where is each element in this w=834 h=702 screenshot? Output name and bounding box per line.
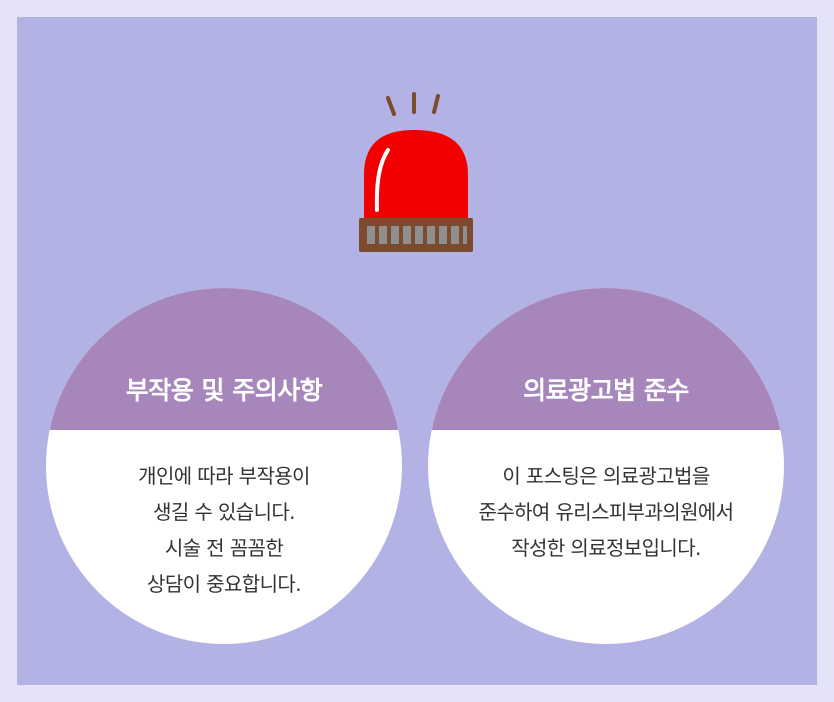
medical-ad-law-line: 준수하여 유리스피부과의원에서 — [478, 500, 735, 524]
side-effects-title: 부작용 및 주의사항 — [125, 376, 323, 405]
side-effects-card: 부작용 및 주의사항 개인에 따라 부작용이 생길 수 있습니다. 시술 전 꼼… — [46, 288, 402, 644]
medical-ad-law-card: 의료광고법 준수 이 포스팅은 의료광고법을 준수하여 유리스피부과의원에서 작… — [428, 288, 784, 644]
side-effects-line: 개인에 따라 부작용이 — [138, 464, 310, 488]
side-effects-card-header — [46, 288, 402, 430]
medical-ad-law-text: 이 포스팅은 의료광고법을 준수하여 유리스피부과의원에서 작성한 의료정보입니… — [428, 458, 784, 566]
medical-ad-law-line: 이 포스팅은 의료광고법을 — [502, 464, 710, 488]
side-effects-line: 생길 수 있습니다. — [153, 500, 295, 524]
medical-ad-law-line: 작성한 의료정보입니다. — [511, 536, 701, 560]
side-effects-text: 개인에 따라 부작용이 생길 수 있습니다. 시술 전 꼼꼼한 상담이 중요합니… — [46, 458, 402, 602]
siren-icon — [359, 92, 473, 252]
side-effects-line: 상담이 중요합니다. — [147, 572, 302, 596]
medical-ad-law-title: 의료광고법 준수 — [523, 376, 689, 405]
medical-ad-law-card-header — [428, 288, 784, 430]
side-effects-line: 시술 전 꼼꼼한 — [164, 536, 284, 560]
